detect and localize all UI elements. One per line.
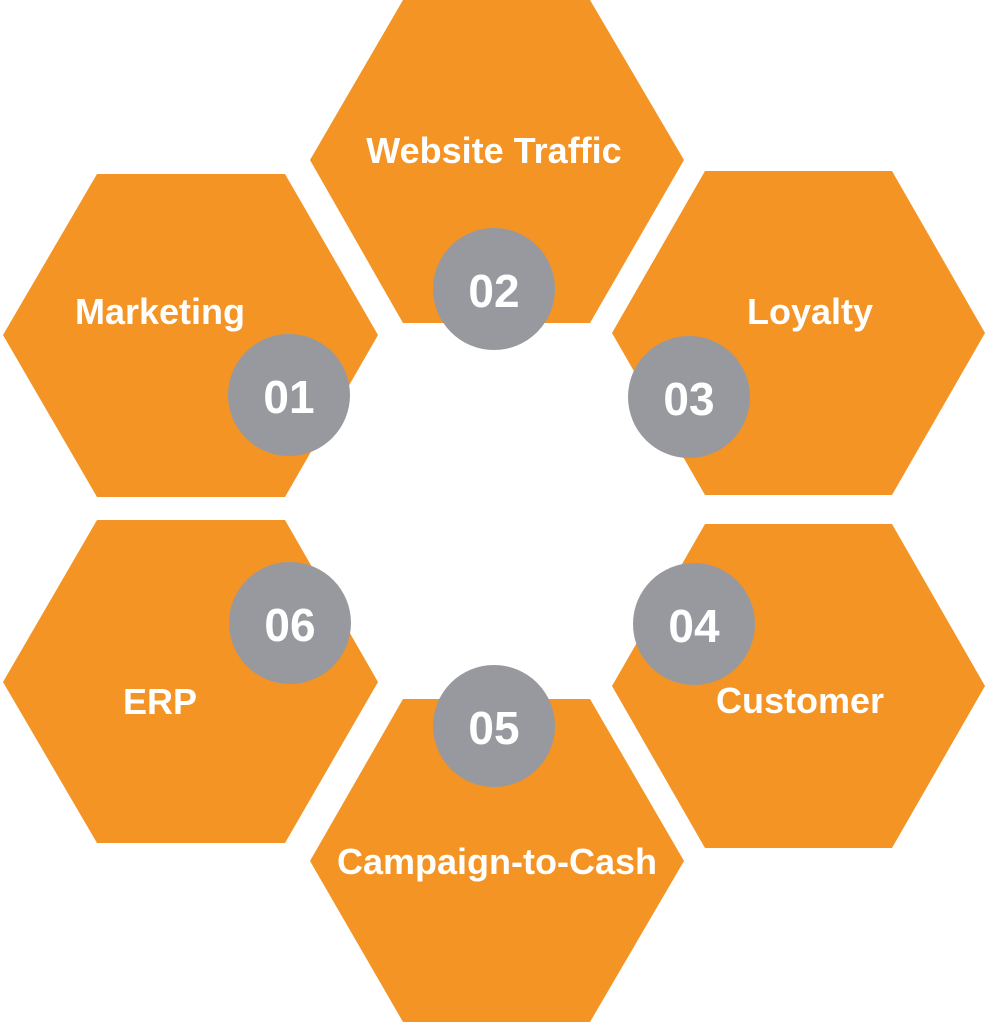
badge-number-05: 05 xyxy=(468,702,519,754)
segment-campaign-to-cash: Campaign-to-Cash xyxy=(310,699,684,1022)
segment-erp: ERP xyxy=(3,520,378,843)
badge-number-04: 04 xyxy=(668,600,720,652)
badge-circle-06 xyxy=(229,562,351,684)
badge-number-03: 03 xyxy=(663,373,714,425)
hexagon-marketing xyxy=(3,174,378,497)
hexagon-label-customer: Customer xyxy=(716,680,884,721)
badge-number-02: 02 xyxy=(468,265,519,317)
badge-05: 05 xyxy=(433,665,555,787)
hexagon-label-website-traffic: Website Traffic xyxy=(366,130,621,171)
hexagon-label-marketing: Marketing xyxy=(75,291,245,332)
hexagon-label-loyalty: Loyalty xyxy=(747,291,873,332)
badge-circle-05 xyxy=(433,665,555,787)
badge-circle-03 xyxy=(628,336,750,458)
badge-number-01: 01 xyxy=(263,371,314,423)
badge-02: 02 xyxy=(433,228,555,350)
badge-circle-01 xyxy=(228,334,350,456)
badge-circle-04 xyxy=(633,563,755,685)
segment-website-traffic: Website Traffic xyxy=(310,0,684,323)
hexagon-website-traffic xyxy=(310,0,684,323)
badge-04: 04 xyxy=(633,563,755,685)
badge-01: 01 xyxy=(228,334,350,456)
badge-circle-02 xyxy=(433,228,555,350)
hexagon-campaign-to-cash xyxy=(310,699,684,1022)
badge-number-06: 06 xyxy=(264,599,315,651)
hexagon-label-campaign-to-cash: Campaign-to-Cash xyxy=(337,841,657,882)
segment-marketing: Marketing xyxy=(3,174,378,497)
badge-03: 03 xyxy=(628,336,750,458)
badge-06: 06 xyxy=(229,562,351,684)
hexagon-label-erp: ERP xyxy=(123,681,197,722)
